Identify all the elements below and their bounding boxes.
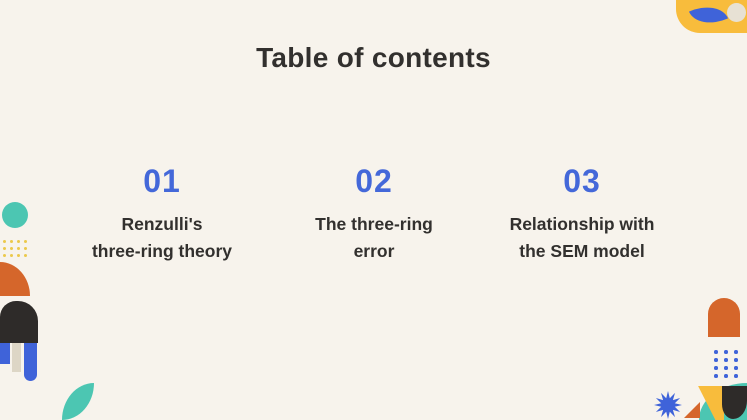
orange-quarter <box>0 262 30 296</box>
slide-title: Table of contents <box>256 42 491 73</box>
toc-item-label: Relationship with the SEM model <box>472 211 692 265</box>
teal-circle <box>2 202 28 228</box>
starburst-icon <box>654 391 682 419</box>
toc-label-line: three-ring theory <box>91 241 233 261</box>
toc-item-number: 02 <box>355 163 393 199</box>
toc-label-line: Relationship with <box>509 214 655 234</box>
blue-bar <box>0 343 10 364</box>
blue-rounded-bar <box>24 343 37 381</box>
toc-item-label: The three-ring error <box>284 211 464 265</box>
toc-label-line: The three-ring <box>315 214 433 234</box>
teal-leaf-icon <box>62 383 94 420</box>
toc-label-line: error <box>353 241 395 261</box>
cream-circle <box>727 3 746 22</box>
charcoal-arch <box>0 301 38 343</box>
toc-item-number: 03 <box>563 163 601 199</box>
toc-item-3: 03 Relationship with the SEM model <box>472 165 692 265</box>
toc-item-2: 02 The three-ring error <box>284 165 464 265</box>
yellow-dots-grid <box>3 240 31 261</box>
toc-item-number: 01 <box>143 163 181 199</box>
toc-item-1: 01 Renzulli's three-ring theory <box>52 165 272 265</box>
toc-label-line: the SEM model <box>519 241 645 261</box>
blue-dots-grid <box>714 350 744 382</box>
charcoal-quarter <box>722 386 747 419</box>
orange-triangle <box>684 402 700 418</box>
toc-label-line: Renzulli's <box>121 214 203 234</box>
orange-arch <box>708 298 740 337</box>
toc-item-label: Renzulli's three-ring theory <box>52 211 272 265</box>
beige-bar <box>12 343 21 372</box>
